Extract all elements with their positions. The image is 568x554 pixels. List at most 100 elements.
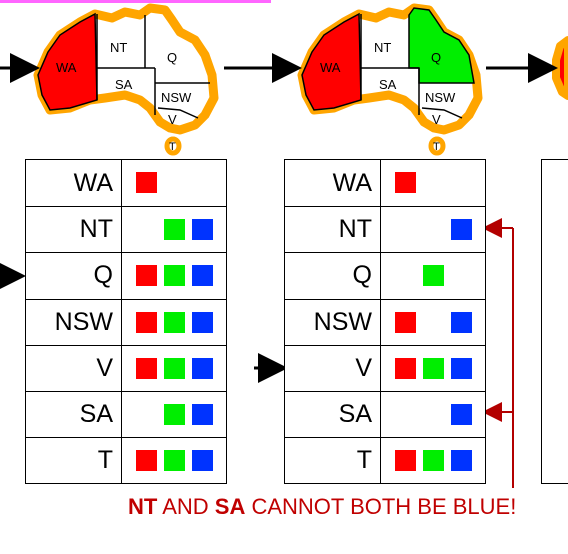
table-row-t: T [26, 437, 226, 484]
map-label-sa: SA [115, 77, 133, 92]
variable-label: NSW [285, 299, 381, 345]
variable-label: NSW [26, 299, 122, 345]
table-row-nsw: NSW [26, 298, 226, 345]
variable-label: SA [26, 392, 122, 438]
domain-value-green [164, 311, 185, 333]
map-label-v: V [432, 112, 441, 127]
map-border [157, 107, 199, 119]
domain-cell [383, 392, 485, 437]
variable-label: WA [285, 160, 381, 207]
table-row-q: Q [26, 252, 226, 299]
domain-cell [124, 160, 226, 206]
map-region-t [164, 136, 182, 156]
domain-value-blue [192, 404, 213, 425]
map-label-q: Q [167, 50, 177, 65]
constraint-connector [482, 218, 514, 488]
caption-rest: CANNOT BOTH BE BLUE! [245, 494, 517, 519]
map-label-nsw: NSW [161, 90, 192, 105]
map-label-nsw: NSW [425, 90, 456, 105]
table-row-wa: WA [285, 160, 485, 207]
variable-label: WA [26, 160, 122, 207]
domain-value-green [423, 265, 444, 287]
table-row-t: T [285, 437, 485, 484]
domain-cell [383, 160, 485, 206]
domain-cell [124, 438, 226, 483]
table-row-q: Q [285, 252, 485, 299]
domain-value-blue [192, 450, 213, 472]
table-row-nsw: NSW [285, 298, 485, 345]
table-row-nt: NT [26, 206, 226, 253]
domain-cell [124, 300, 226, 345]
table-row-sa: SA [26, 391, 226, 438]
domain-cell [124, 253, 226, 298]
caption-and: AND [157, 494, 215, 519]
table-row-nt: NT [285, 206, 485, 253]
map-label-wa: WA [320, 60, 341, 75]
domain-cell [383, 253, 485, 298]
domain-value-green [164, 450, 185, 472]
variable-label: Q [26, 253, 122, 299]
domain-cell [383, 438, 485, 483]
variable-label: V [285, 345, 381, 391]
domain-value-red [136, 311, 157, 333]
domain-value-green [164, 265, 185, 287]
domain-value-red [395, 450, 416, 472]
map-label-q: Q [431, 50, 441, 65]
domain-cell [383, 346, 485, 391]
map-label-nt: NT [110, 40, 127, 55]
domain-value-blue [451, 357, 472, 379]
domain-value-blue [451, 311, 472, 333]
constraint-caption: NT AND SA CANNOT BOTH BE BLUE! [128, 494, 516, 520]
map-region-t [428, 136, 446, 156]
domain-value-red [395, 172, 416, 193]
domain-value-red [136, 450, 157, 472]
domain-cell [124, 392, 226, 437]
domain-value-red [395, 311, 416, 333]
table-row-sa: SA [285, 391, 485, 438]
domain-cell [383, 300, 485, 345]
domain-value-blue [192, 219, 213, 241]
map-label-t: T [433, 141, 440, 153]
domain-value-green [164, 357, 185, 379]
table-row-v: V [285, 344, 485, 391]
variable-label: NT [26, 207, 122, 253]
variable-label: SA [285, 392, 381, 438]
variable-label: V [26, 345, 122, 391]
domain-value-green [164, 219, 185, 241]
variable-label: Q [285, 253, 381, 299]
top-accent-bar [0, 0, 271, 3]
variable-label: T [26, 438, 122, 484]
table-row-wa: WA [26, 160, 226, 207]
domain-table-3-partial [541, 159, 568, 484]
domain-value-red [136, 265, 157, 287]
caption-var-sa: SA [214, 494, 246, 519]
domain-value-blue [451, 219, 472, 241]
domain-value-red [136, 172, 157, 193]
map-label-wa: WA [56, 60, 77, 75]
domain-cell [124, 207, 226, 252]
map-region-wa [37, 12, 98, 111]
map-label-sa: SA [379, 77, 397, 92]
variable-label: T [285, 438, 381, 484]
domain-value-blue [192, 265, 213, 287]
map-label-t: T [169, 141, 176, 153]
domain-cell [124, 346, 226, 391]
domain-value-red [136, 357, 157, 379]
domain-value-green [423, 450, 444, 472]
map-label-v: V [168, 112, 177, 127]
australia-map-3-partial [552, 36, 568, 100]
domain-value-blue [451, 450, 472, 472]
map-label-nt: NT [374, 40, 391, 55]
domain-value-green [423, 357, 444, 379]
table-row-v: V [26, 344, 226, 391]
map-border [421, 107, 463, 119]
caption-var-nt: NT [128, 494, 158, 519]
australia-map-1: WA NT Q SA NSW V T [33, 3, 219, 156]
domain-value-blue [192, 357, 213, 379]
domain-value-red [395, 357, 416, 379]
domain-value-blue [192, 311, 213, 333]
